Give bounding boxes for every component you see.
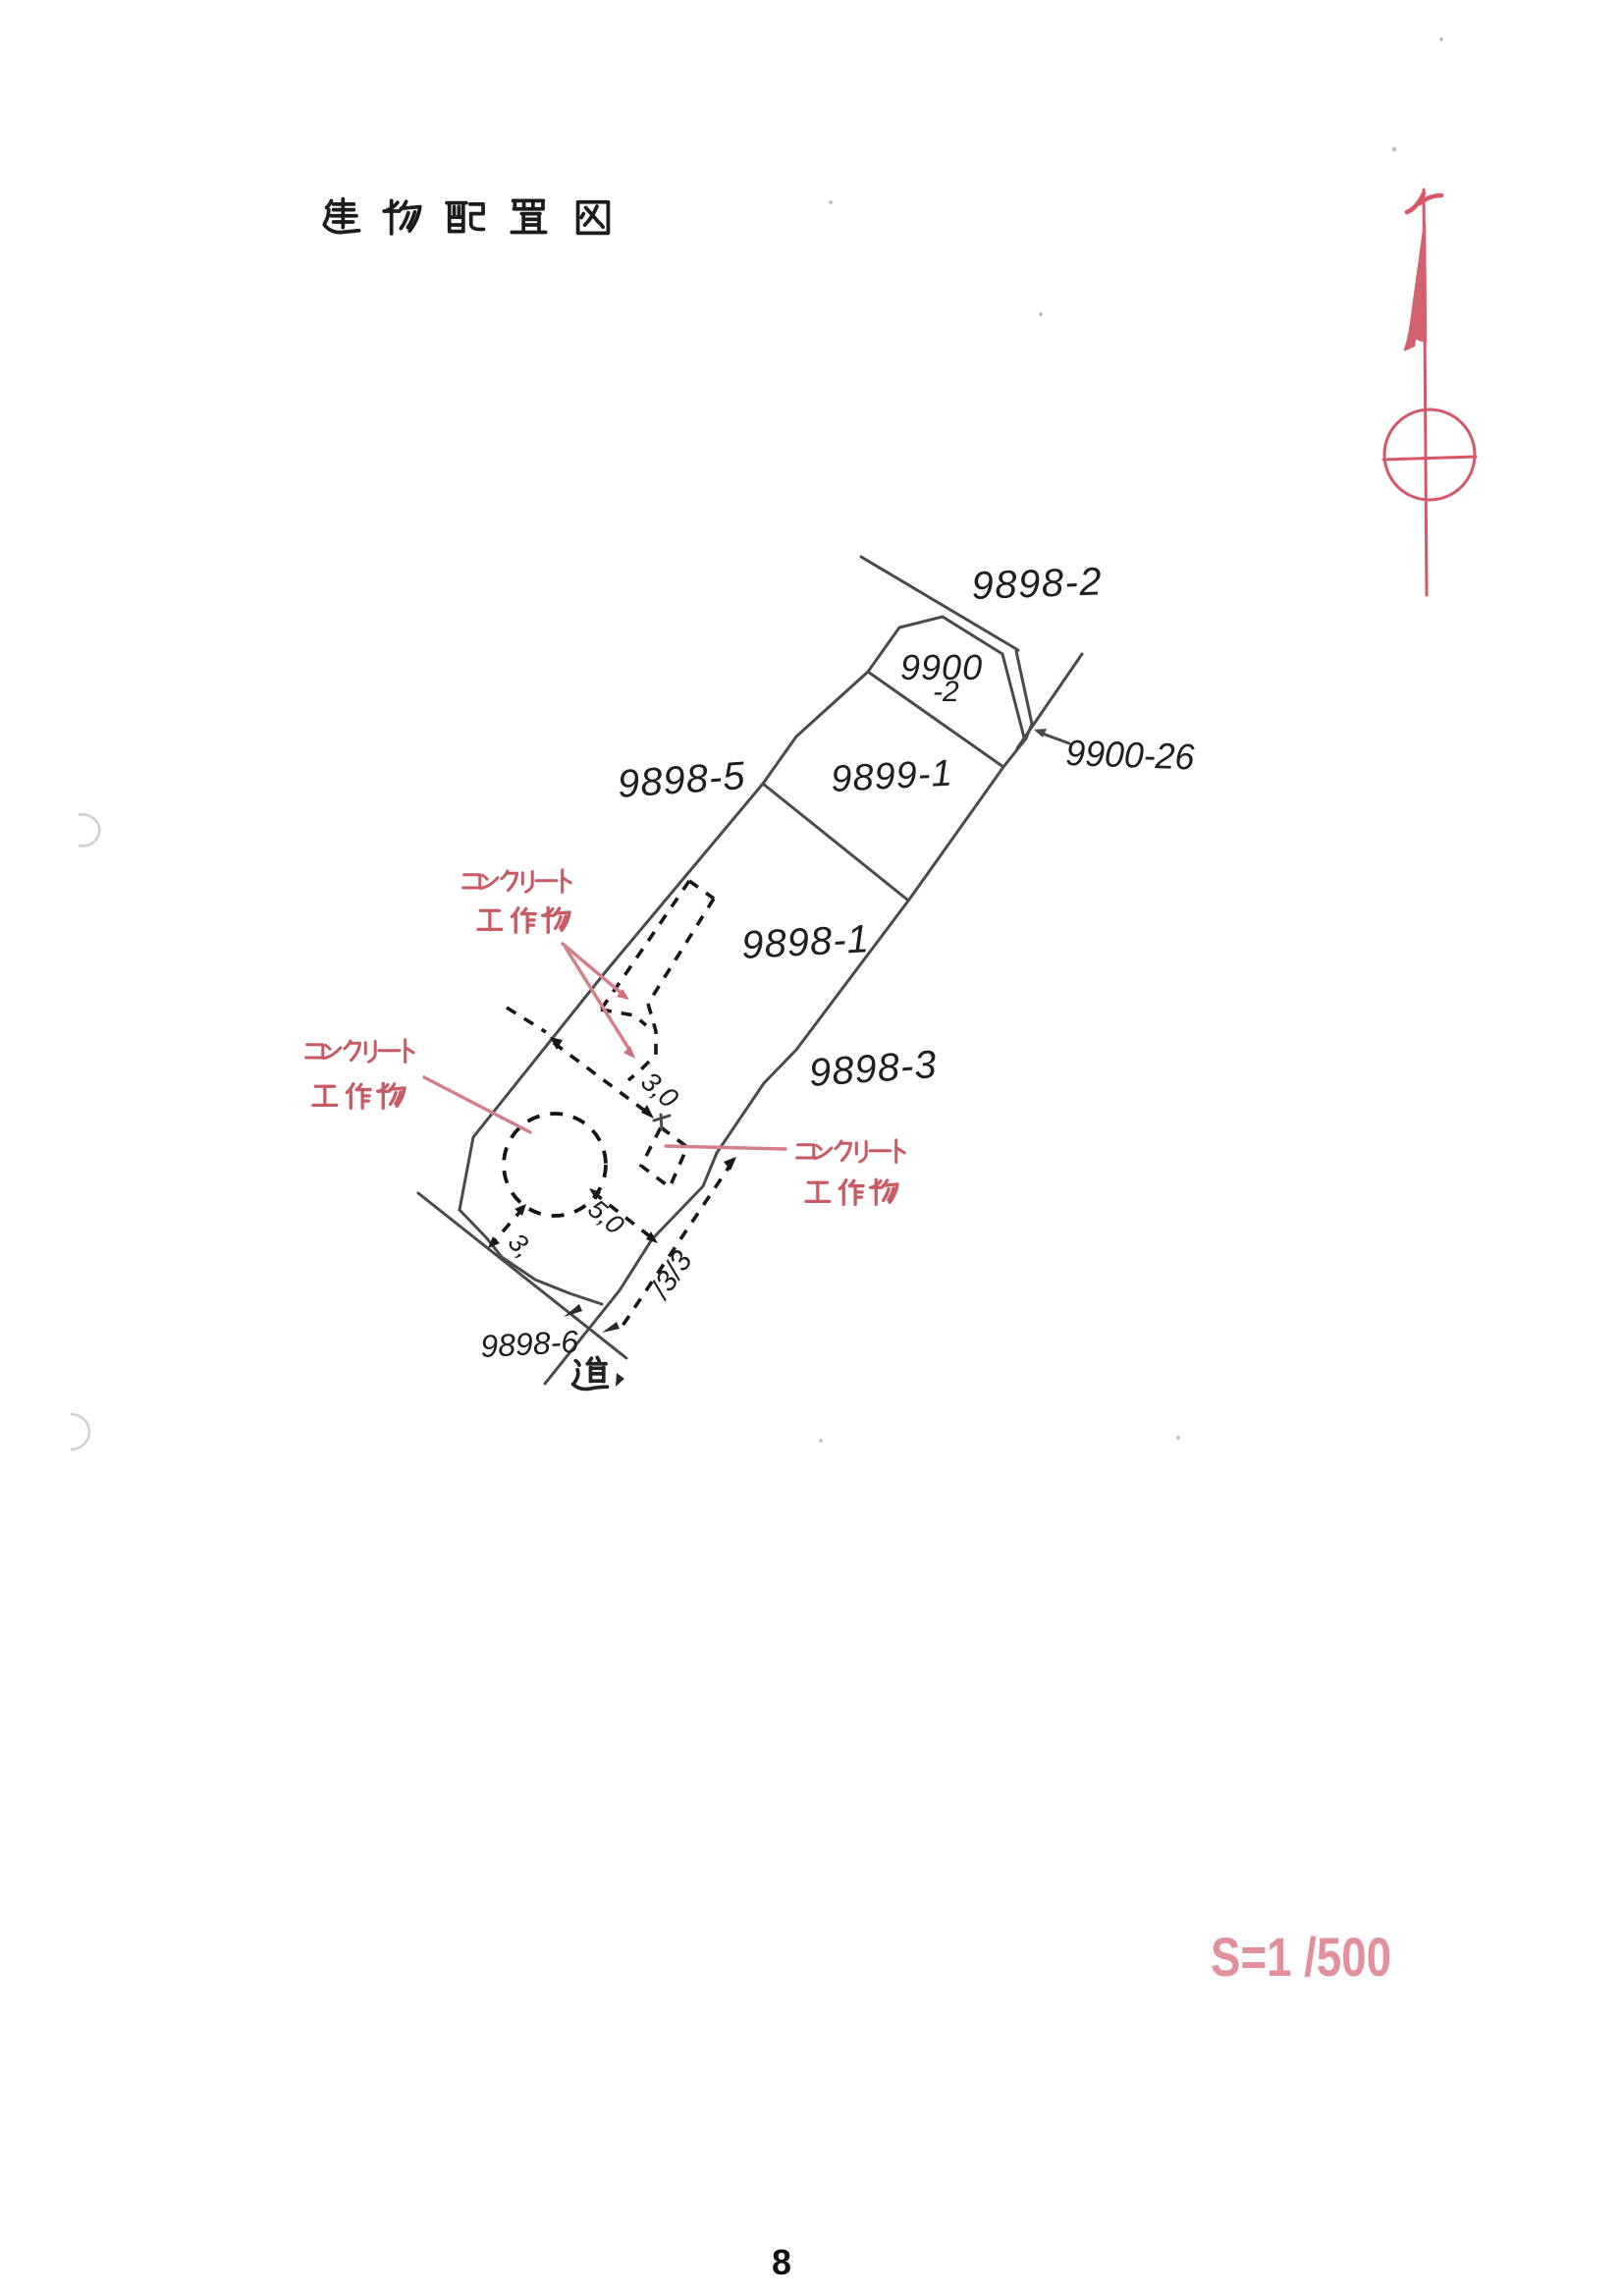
svg-text:9898-5: 9898-5 xyxy=(617,754,747,806)
svg-text:9898-1: 9898-1 xyxy=(740,917,871,967)
svg-text:9899-1: 9899-1 xyxy=(830,753,953,800)
svg-text:9898-6: 9898-6 xyxy=(479,1324,579,1364)
svg-text:S=1 /500: S=1 /500 xyxy=(1211,1926,1391,1988)
svg-text:9898-2: 9898-2 xyxy=(971,560,1104,608)
svg-text:9900: 9900 xyxy=(900,647,983,687)
svg-text:-2: -2 xyxy=(933,676,959,708)
svg-text:8: 8 xyxy=(772,2242,791,2282)
svg-text:9898-3: 9898-3 xyxy=(808,1043,939,1095)
svg-text:9900-26: 9900-26 xyxy=(1065,733,1196,778)
